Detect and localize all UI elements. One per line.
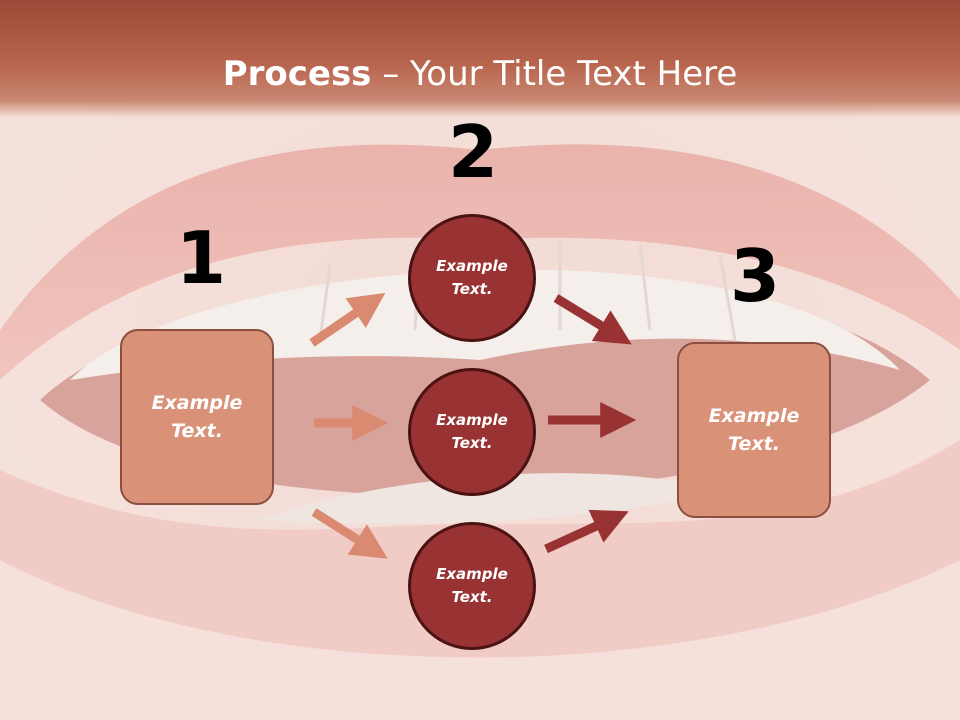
step-number-3: 3 xyxy=(730,234,781,318)
arrow-from-top xyxy=(553,294,632,345)
title-bar xyxy=(0,0,960,118)
left-box: Example Text. xyxy=(120,329,274,505)
arrow-to-top xyxy=(309,292,386,347)
left-box-line1: Example xyxy=(151,392,243,414)
circle-middle-line2: Text. xyxy=(451,434,493,452)
arrow-to-bottom xyxy=(311,508,388,559)
right-arrows xyxy=(544,294,637,554)
right-box-line1: Example xyxy=(708,405,800,427)
left-box-line2: Text. xyxy=(171,420,223,442)
circle-middle: Example Text. xyxy=(408,368,536,496)
title-bold: Process xyxy=(222,54,372,94)
circle-top-line1: Example xyxy=(436,257,508,275)
circle-bottom-line1: Example xyxy=(436,565,508,583)
circle-bottom-line2: Text. xyxy=(451,588,493,606)
title-rest: – Your Title Text Here xyxy=(371,54,738,94)
circle-bottom: Example Text. xyxy=(408,522,536,650)
circle-top-line2: Text. xyxy=(451,280,493,298)
left-arrows xyxy=(309,292,389,559)
step-number-1: 1 xyxy=(176,216,227,300)
right-box-line2: Text. xyxy=(728,433,780,455)
right-box: Example Text. xyxy=(677,342,831,518)
circle-top: Example Text. xyxy=(408,214,536,342)
step-number-2: 2 xyxy=(448,110,499,194)
arrow-from-bottom xyxy=(544,509,629,554)
circle-middle-line1: Example xyxy=(436,411,508,429)
page-title: Process – Your Title Text Here xyxy=(0,52,960,96)
